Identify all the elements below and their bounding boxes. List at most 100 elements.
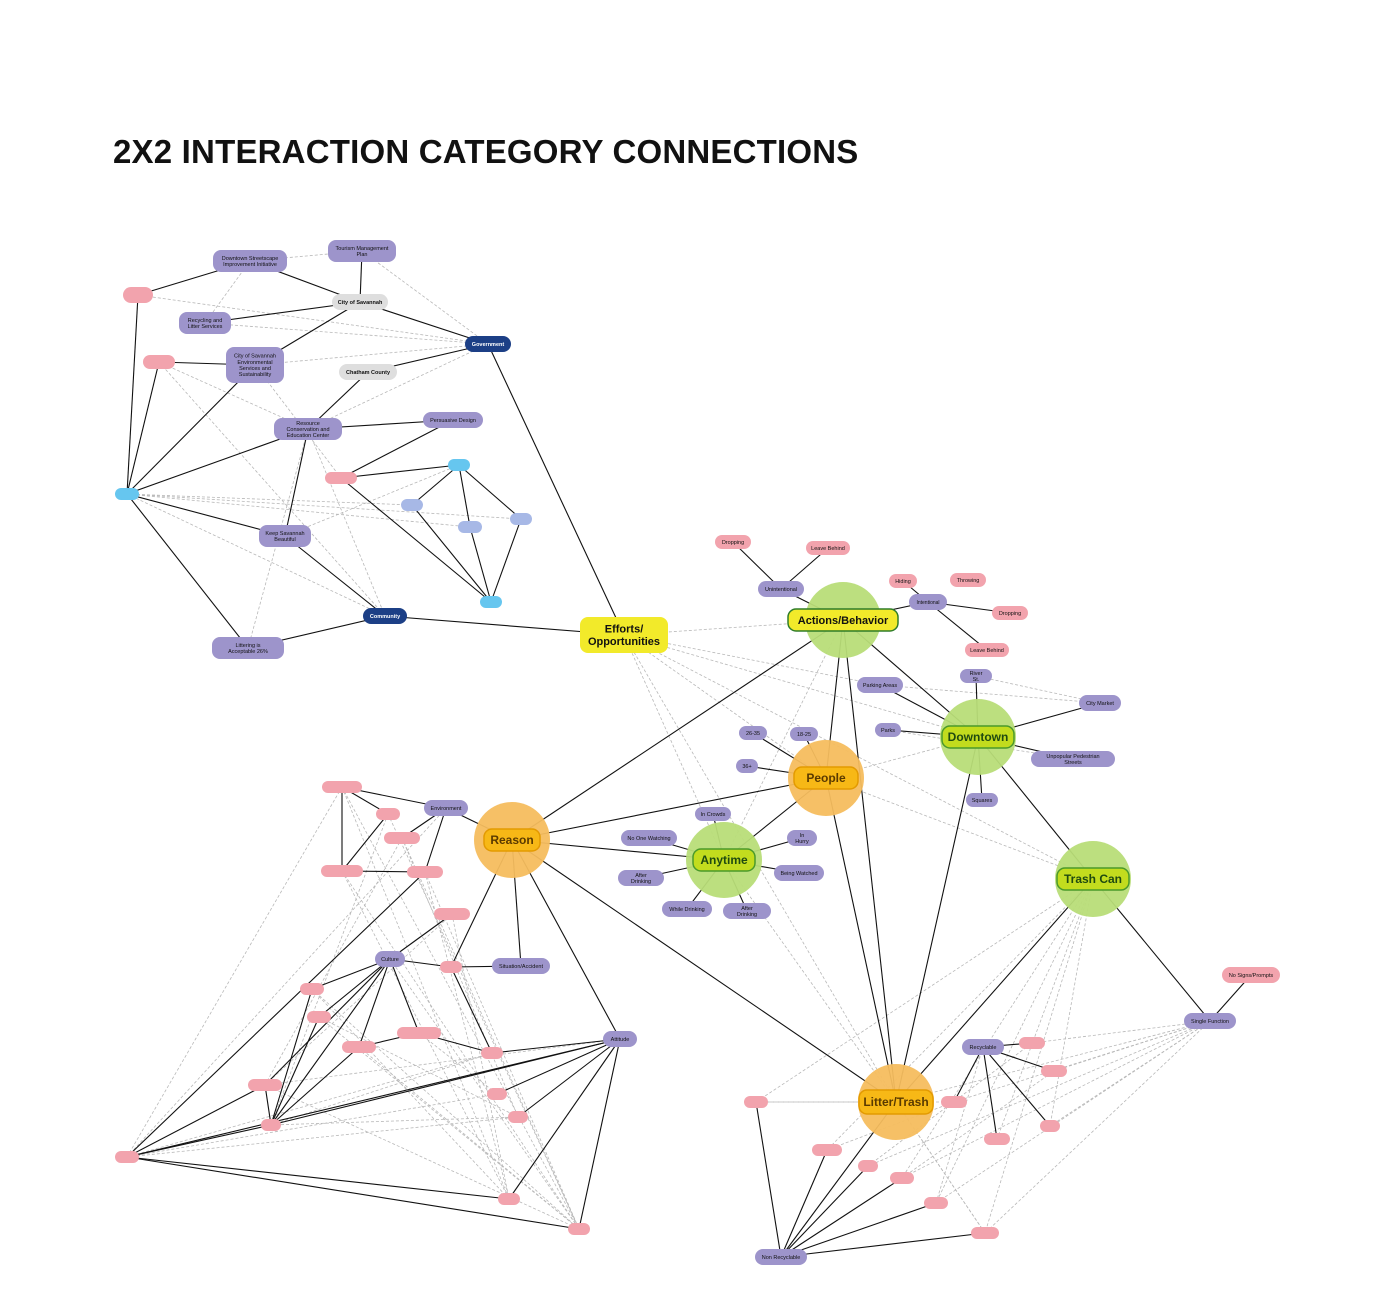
node-single[interactable]: Single Function xyxy=(1184,1013,1236,1029)
node-l3[interactable] xyxy=(384,832,420,844)
node-crowds[interactable]: In Crowds xyxy=(695,807,731,821)
node-l8[interactable] xyxy=(300,983,324,995)
node-u_p2[interactable] xyxy=(143,355,175,369)
node-l5[interactable] xyxy=(407,866,443,878)
dashed-edge-l9-l16 xyxy=(318,1016,519,1118)
node-l1[interactable] xyxy=(322,781,362,793)
node-tc[interactable]: Trash Can xyxy=(1055,841,1131,917)
node-recyc[interactable]: Recyclable xyxy=(962,1039,1004,1055)
node-comm[interactable]: Community xyxy=(363,608,407,624)
dashed-edge-dsii-tmp xyxy=(249,250,363,262)
node-attitude[interactable]: Attitude xyxy=(603,1031,637,1047)
node-u_l1[interactable] xyxy=(401,499,423,511)
node-u_p1[interactable] xyxy=(123,287,153,303)
node-cos[interactable]: City of Savannah xyxy=(332,294,388,310)
node-throwing[interactable]: Throwing xyxy=(950,573,986,587)
node-l4[interactable] xyxy=(321,865,363,877)
node-l9[interactable] xyxy=(307,1011,331,1023)
node-r9[interactable] xyxy=(890,1172,914,1184)
node-culture[interactable]: Culture xyxy=(375,951,405,967)
node-nonrec[interactable]: Non Recyclable xyxy=(755,1249,807,1265)
node-l12[interactable] xyxy=(481,1047,503,1059)
node-l7[interactable] xyxy=(440,961,462,973)
node-r11[interactable] xyxy=(971,1227,999,1239)
node-u_b3[interactable] xyxy=(480,596,502,608)
node-u_l2[interactable] xyxy=(458,521,482,533)
node-u_l3[interactable] xyxy=(510,513,532,525)
node-cc[interactable]: Chatham County xyxy=(339,364,397,380)
node-pd[interactable]: Persuasive Design xyxy=(423,412,483,428)
node-l14[interactable] xyxy=(261,1119,281,1131)
dashed-edge-river-citymkt xyxy=(975,675,1101,704)
node-r5[interactable] xyxy=(984,1133,1010,1145)
node-a2635[interactable]: 26-35 xyxy=(739,726,767,740)
node-r1[interactable] xyxy=(744,1096,768,1108)
node-l11[interactable] xyxy=(397,1027,441,1039)
dashed-edge-tc-r1 xyxy=(755,878,1094,1103)
node-hiding[interactable]: Hiding xyxy=(889,574,917,588)
node-parking[interactable]: Parking Areas xyxy=(857,677,903,693)
node-l15[interactable] xyxy=(487,1088,507,1100)
node-beingw[interactable]: Being Watched xyxy=(774,865,824,881)
node-r8[interactable] xyxy=(858,1160,878,1172)
node-leave1[interactable]: Leave Behind xyxy=(806,541,850,555)
node-r2[interactable] xyxy=(1019,1037,1045,1049)
node-anytime[interactable]: Anytime xyxy=(686,822,762,898)
node-pill xyxy=(376,808,400,820)
node-reason[interactable]: Reason xyxy=(474,802,550,878)
node-eo[interactable]: Efforts/Opportunities xyxy=(580,617,668,653)
node-env[interactable]: Environment xyxy=(424,800,468,816)
node-nosigns[interactable]: No Signs/Prompts xyxy=(1222,967,1280,983)
node-drop1[interactable]: Dropping xyxy=(715,535,751,549)
node-l13[interactable] xyxy=(248,1079,282,1091)
node-gov[interactable]: Government xyxy=(465,336,511,352)
node-squares[interactable]: Squares xyxy=(966,793,998,807)
node-u_b2[interactable] xyxy=(448,459,470,471)
node-whiled[interactable]: While Drinking xyxy=(662,901,712,917)
node-pill xyxy=(123,287,153,303)
node-l18[interactable] xyxy=(498,1193,520,1205)
node-a36[interactable]: 36+ xyxy=(736,759,758,773)
node-l10[interactable] xyxy=(342,1041,376,1053)
node-pill xyxy=(662,901,712,917)
node-r6[interactable] xyxy=(1040,1120,1060,1132)
node-r10[interactable] xyxy=(924,1197,948,1209)
node-citymkt[interactable]: City Market xyxy=(1079,695,1121,711)
node-l19[interactable] xyxy=(568,1223,590,1235)
node-intent[interactable]: Intentional xyxy=(909,594,947,610)
node-u_p3[interactable] xyxy=(325,472,357,484)
node-parks[interactable]: Parks xyxy=(875,723,901,737)
node-r7[interactable] xyxy=(812,1144,842,1156)
node-dt[interactable]: Downtown xyxy=(940,699,1016,775)
node-r4[interactable] xyxy=(941,1096,967,1108)
node-situation[interactable]: Situation/Accident xyxy=(492,958,550,974)
node-leave2[interactable]: Leave Behind xyxy=(965,643,1009,657)
node-l6[interactable] xyxy=(434,908,470,920)
node-ab[interactable]: Actions/Behavior xyxy=(787,582,899,658)
node-people[interactable]: People xyxy=(788,740,864,816)
node-u_b1[interactable] xyxy=(115,488,139,500)
dashed-edge-tc-r5 xyxy=(996,878,1094,1140)
node-r3[interactable] xyxy=(1041,1065,1067,1077)
node-a1825[interactable]: 18-25 xyxy=(790,727,818,741)
node-l16[interactable] xyxy=(508,1111,528,1123)
node-unint[interactable]: Unintentional xyxy=(758,581,804,597)
node-lt[interactable]: Litter/Trash xyxy=(858,1064,934,1140)
node-drop2[interactable]: Dropping xyxy=(992,606,1028,620)
node-nonew[interactable]: No One Watching xyxy=(621,830,677,846)
node-l2[interactable] xyxy=(376,808,400,820)
node-l17[interactable] xyxy=(115,1151,139,1163)
